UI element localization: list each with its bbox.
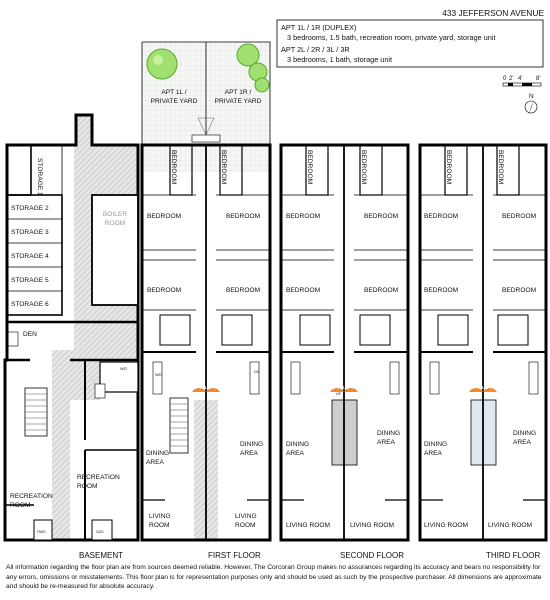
first-wd-label: W/D	[155, 373, 162, 377]
dining-area-left-label-1: DINING	[146, 450, 169, 457]
storage-1-label: STORAGE 1	[36, 158, 43, 196]
bedroom-label: BEDROOM	[226, 287, 260, 294]
dining-area-right-label-1: DINING	[377, 430, 400, 437]
first-dn-label: DN	[254, 370, 260, 374]
scale-tick-0: 0	[503, 76, 507, 82]
dining-area-right-label-1: DINING	[513, 430, 536, 437]
dining-area-right-label-2: AREA	[240, 450, 259, 457]
disclaimer-text: All information regarding the floor plan…	[6, 564, 542, 590]
living-room-right-label-1: LIVING	[235, 513, 257, 520]
rec-room-left-label-1: RECREATION	[10, 493, 53, 500]
floor-label-second: SECOND FLOOR	[340, 551, 404, 560]
bedroom-label: BEDROOM	[502, 287, 536, 294]
basement-plan: STORAGE 1 STORAGE 2 STORAGE 3 STORAGE 4 …	[3, 113, 140, 560]
living-room-left-label-1: LIVING	[149, 513, 171, 520]
scale-bar: 0 2' 4' 8'	[502, 76, 542, 87]
bedroom-rear-right-label: BEDROOM	[497, 150, 504, 184]
yard-left-label-1: APT 1L /	[161, 89, 186, 96]
dining-area-right-label-2: AREA	[513, 439, 532, 446]
first-floor-plan: APT 1L APT 1R BEDROOM BEDROOM BEDROOM BE…	[140, 143, 272, 560]
living-room-right-label-2: ROOM	[235, 522, 256, 529]
hwd-label: HWD	[37, 530, 46, 534]
bedroom-rear-right-label: BEDROOM	[360, 150, 367, 184]
yard-right-label-2: PRIVATE YARD	[215, 98, 262, 105]
boiler-room-label-1: BOILER	[103, 211, 127, 218]
apt-2l-tag: APT 2L	[331, 385, 346, 390]
bedroom-label: BEDROOM	[424, 287, 458, 294]
dining-area-left-label-1: DINING	[286, 441, 309, 448]
legend-desc-1: 3 bedrooms, 1.5 bath, recreation room, p…	[287, 33, 495, 42]
apt-1l-tag: APT 1L	[193, 385, 208, 390]
apt-3r-tag: APT 3R	[484, 385, 499, 390]
bedroom-rear-left-label: BEDROOM	[445, 150, 452, 184]
rec-room-right-label-1: RECREATION	[77, 474, 120, 481]
legend-desc-2: 3 bedrooms, 1 bath, storage unit	[287, 55, 392, 64]
bedroom-label: BEDROOM	[147, 213, 181, 220]
living-room-left-label: LIVING ROOM	[286, 522, 330, 529]
bedroom-rear-left-label: BEDROOM	[306, 150, 313, 184]
dining-area-left-label-2: AREA	[286, 450, 305, 457]
tree-icon	[236, 43, 270, 93]
apt-1r-tag: APT 1R	[207, 385, 222, 390]
storage-3-label: STORAGE 3	[11, 229, 49, 236]
basement-wd-label: W/D	[120, 367, 127, 371]
bedroom-label: BEDROOM	[502, 213, 536, 220]
bedroom-rear-right-label: BEDROOM	[220, 150, 227, 184]
yard-right-label-1: APT 1R /	[225, 89, 252, 96]
bedroom-rear-left-label: BEDROOM	[170, 150, 177, 184]
north-label: N	[529, 93, 534, 100]
dining-area-left-label-2: AREA	[424, 450, 443, 457]
second-up-label: UP	[336, 392, 342, 396]
bedroom-label: BEDROOM	[226, 213, 260, 220]
living-room-right-label: LIVING ROOM	[488, 522, 532, 529]
legend-title-2: APT 2L / 2R / 3L / 3R	[281, 45, 350, 54]
third-floor-plan: APT 3L APT 3R BEDROOM BEDROOM BEDROOM BE…	[418, 143, 548, 560]
legend-title-1: APT 1L / 1R (DUPLEX)	[281, 23, 356, 32]
rec-room-left-label-2: ROOM	[10, 502, 31, 509]
second-floor-plan: APT 2L APT 2R BEDROOM BEDROOM BEDROOM BE…	[279, 143, 410, 560]
scale-tick-2: 2'	[509, 76, 513, 82]
living-room-left-label-2: ROOM	[149, 522, 170, 529]
scale-tick-8: 8'	[536, 76, 540, 82]
address-title: 433 JEFFERSON AVENUE	[442, 8, 544, 18]
dining-area-left-label-2: AREA	[146, 459, 165, 466]
bedroom-label: BEDROOM	[286, 213, 320, 220]
rec-room-right-label-2: ROOM	[77, 483, 98, 490]
dining-area-right-label-1: DINING	[240, 441, 263, 448]
floor-label-first: FIRST FLOOR	[208, 551, 261, 560]
dining-area-right-label-2: AREA	[377, 439, 396, 446]
bedroom-label: BEDROOM	[147, 287, 181, 294]
tree-icon	[146, 48, 178, 80]
storage-4-label: STORAGE 4	[11, 253, 49, 260]
yard-left-label-2: PRIVATE YARD	[151, 98, 198, 105]
bedroom-label: BEDROOM	[364, 287, 398, 294]
living-room-right-label: LIVING ROOM	[350, 522, 394, 529]
storage-5-label: STORAGE 5	[11, 277, 49, 284]
dining-area-left-label-1: DINING	[424, 441, 447, 448]
bedroom-label: BEDROOM	[364, 213, 398, 220]
bedroom-label: BEDROOM	[424, 213, 458, 220]
legend-box: APT 1L / 1R (DUPLEX) 3 bedrooms, 1.5 bat…	[276, 19, 544, 68]
apt-2r-tag: APT 2R	[345, 385, 360, 390]
scale-tick-4: 4'	[518, 76, 522, 82]
storage-2-label: STORAGE 2	[11, 205, 49, 212]
living-room-left-label: LIVING ROOM	[424, 522, 468, 529]
gas-label: GAS	[96, 530, 104, 534]
north-arrow: N	[524, 93, 538, 114]
boiler-room-label-2: ROOM	[105, 220, 126, 227]
floor-label-basement: BASEMENT	[79, 551, 123, 560]
apt-3l-tag: APT 3L	[470, 385, 485, 390]
den-label: DEN	[23, 331, 37, 338]
floor-label-third: THIRD FLOOR	[486, 551, 540, 560]
storage-6-label: STORAGE 6	[11, 301, 49, 308]
bedroom-label: BEDROOM	[286, 287, 320, 294]
